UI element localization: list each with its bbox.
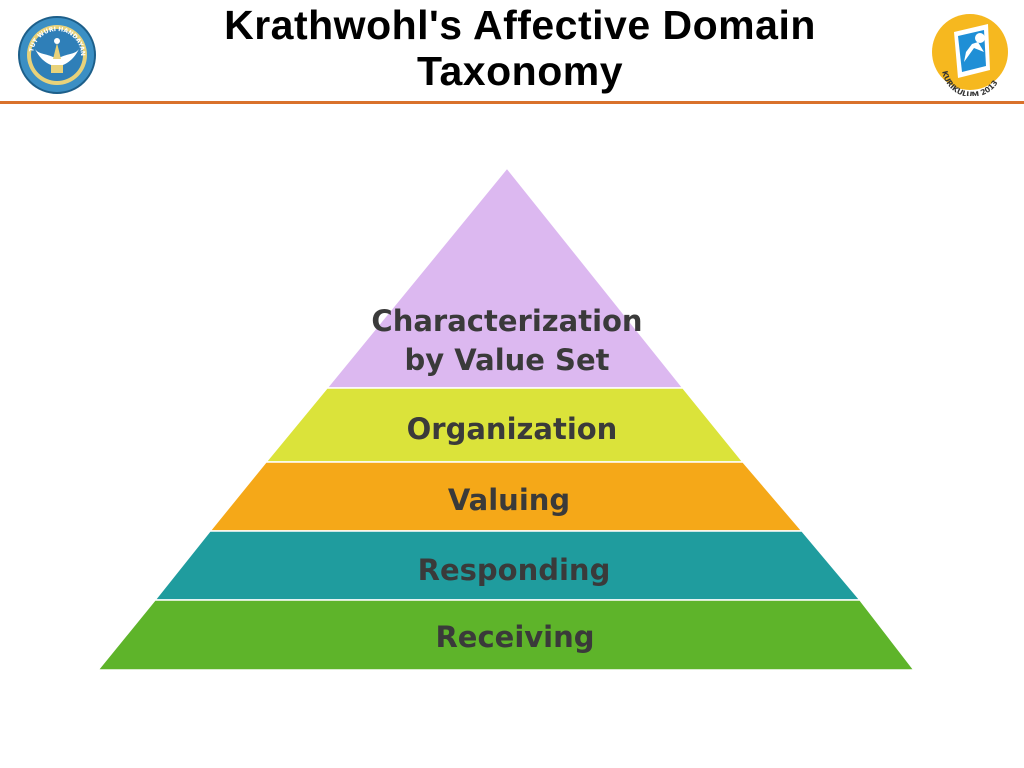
level-valuing-label: Valuing [448, 483, 570, 517]
level-characterization-label-line-1: Characterization [371, 304, 642, 338]
title-line-1: Krathwohl's Affective Domain [224, 2, 816, 48]
title-underline [0, 101, 1024, 104]
level-organization-label: Organization [407, 412, 618, 446]
pyramid-labels: Characterization by Value Set Organizati… [371, 304, 642, 654]
level-responding-label: Responding [418, 553, 611, 587]
kurikulum-2013-logo-icon: KURIKULUM 2013 [932, 14, 1008, 96]
tut-wuri-handayani-emblem-icon: TUT WURI HANDAYANI [17, 15, 96, 94]
level-receiving-label: Receiving [435, 620, 594, 654]
slide-title: Krathwohl's Affective Domain Taxonomy [170, 2, 870, 94]
level-characterization-label-line-2: by Value Set [405, 343, 610, 377]
pyramid-layers [96, 166, 916, 671]
title-line-2: Taxonomy [417, 48, 623, 94]
level-receiving-band [96, 599, 916, 671]
